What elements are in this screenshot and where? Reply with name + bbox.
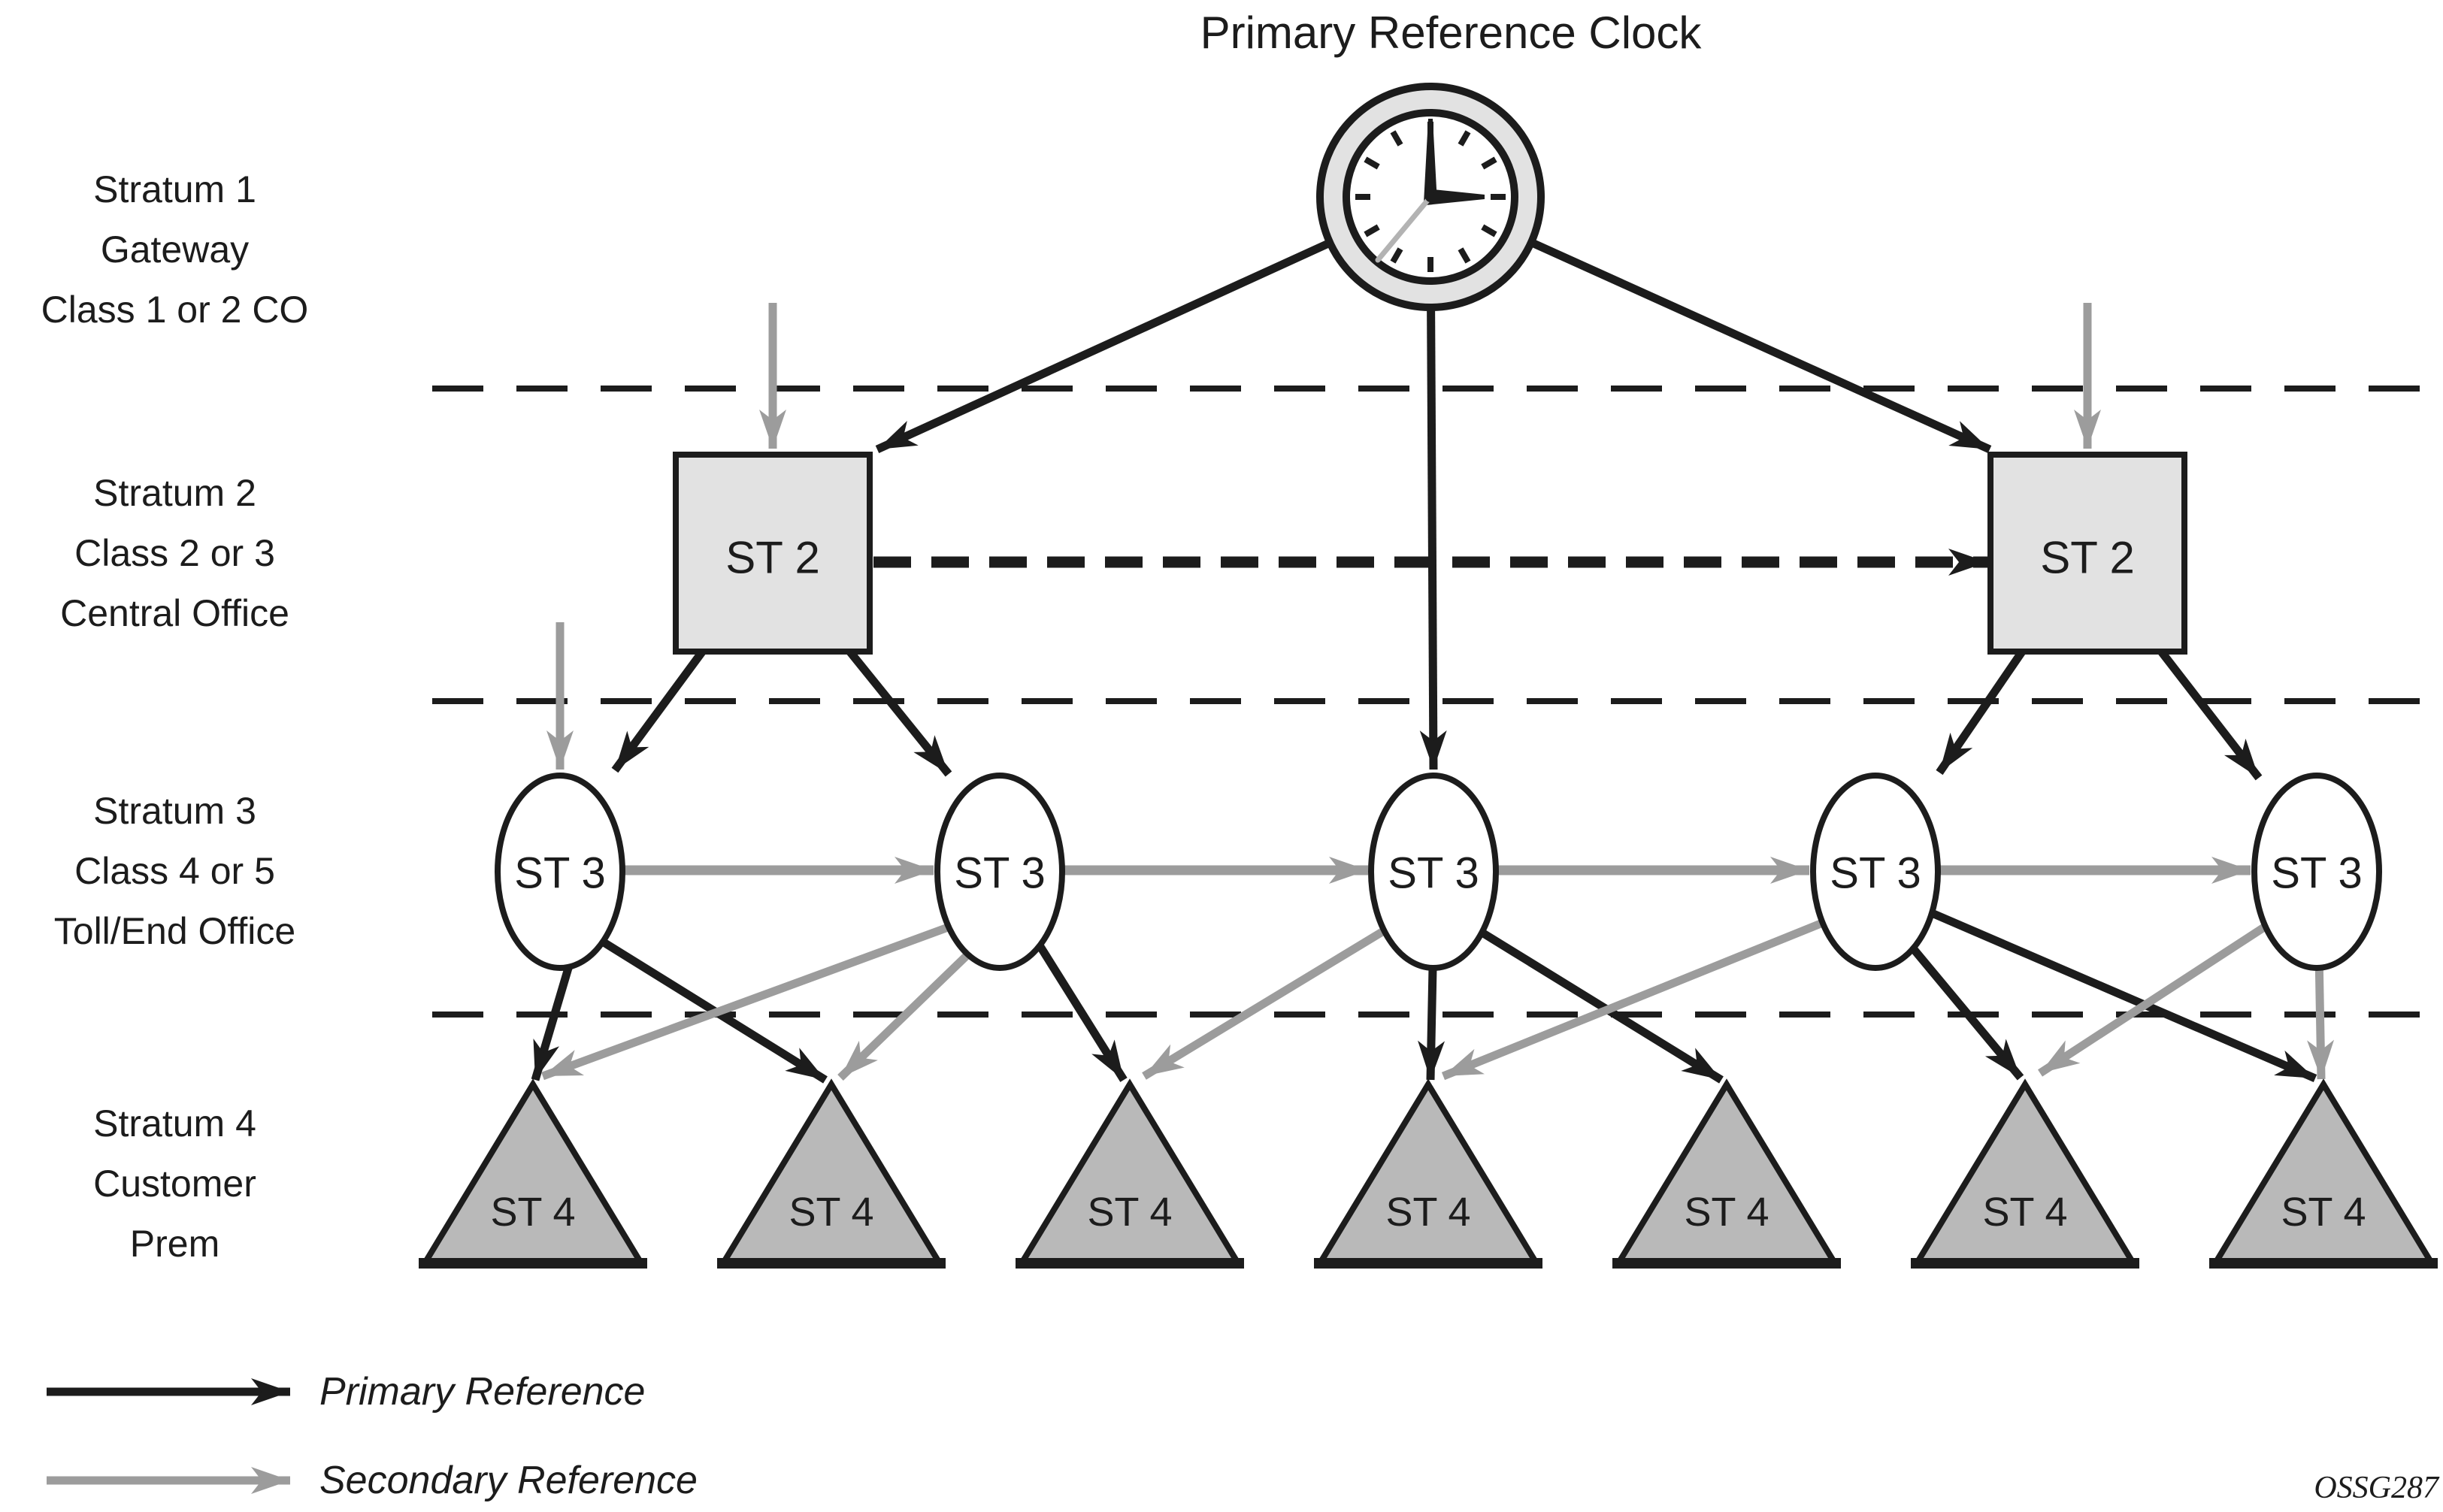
st3-node-shape xyxy=(2251,773,2382,971)
node-label: ST 3 xyxy=(1388,849,1479,898)
st3-node-shape xyxy=(495,773,625,971)
st3-node-shape xyxy=(1810,773,1941,971)
stratum-4-line-1: Stratum 4 xyxy=(93,1102,256,1145)
st4-node-shape xyxy=(1314,1078,1542,1266)
st3-3-ellipse: ST 3 xyxy=(1368,773,1499,971)
stratum-3-label: Stratum 3 Class 4 or 5 Toll/End Office xyxy=(0,781,350,961)
st3-3-to-st4-5 xyxy=(1473,924,1724,1084)
st3-1-ellipse: ST 3 xyxy=(495,773,625,971)
clock-nodes: ST 2 ST 2 ST 3 ST 3 ST 3 ST 3 ST 3 ST 4 ST 4 ST 4… xyxy=(419,83,2438,1269)
st2-left-box: ST 2 xyxy=(673,452,873,655)
stratum-2-line-3: Central Office xyxy=(60,592,289,634)
node-label: ST 4 xyxy=(1982,1190,2067,1235)
node-label: ST 4 xyxy=(789,1190,873,1235)
legend-primary-label: Primary Reference xyxy=(319,1370,646,1414)
st3-node-shape xyxy=(1368,773,1499,971)
stratum-4-line-2: Customer xyxy=(93,1163,256,1205)
st3-4-to-st4-7 xyxy=(1930,909,2317,1083)
st3-4-to-st4-6 xyxy=(1909,945,2024,1081)
st4-node-shape xyxy=(1016,1078,1244,1266)
st4-node-shape xyxy=(2209,1078,2438,1266)
st3-node-shape xyxy=(934,773,1065,971)
clock-tick xyxy=(1364,156,1380,170)
stratum-1-line-2: Gateway xyxy=(100,228,250,271)
st4-node-shape xyxy=(1612,1078,1841,1266)
st3-4-ellipse: ST 3 xyxy=(1810,773,1941,971)
stratum-4-label: Stratum 4 Customer Prem xyxy=(0,1093,350,1274)
st4-7-triangle: ST 4 xyxy=(2209,1078,2438,1269)
st4-2-triangle: ST 4 xyxy=(717,1078,946,1269)
st3-2-to-st4-3 xyxy=(1032,937,1128,1082)
node-label: ST 3 xyxy=(2271,849,2362,898)
page-title: Primary Reference Clock xyxy=(1200,8,1702,58)
node-label: ST 2 xyxy=(2040,533,2135,583)
st3-1-to-st4-1 xyxy=(531,964,574,1081)
st4-6-triangle: ST 4 xyxy=(1911,1078,2139,1269)
clock-tick xyxy=(1458,247,1471,264)
clock-tick xyxy=(1481,224,1497,237)
clock-to-st3-3 xyxy=(1419,225,1447,770)
stratum-4-line-3: Prem xyxy=(129,1223,220,1265)
stratum-3-line-3: Toll/End Office xyxy=(53,910,296,952)
st3-2-to-st4-2 xyxy=(837,945,977,1081)
node-label: ST 4 xyxy=(1385,1190,1470,1235)
st3-2-to-st4-1 xyxy=(541,920,958,1081)
st4-5-triangle: ST 4 xyxy=(1612,1078,1841,1269)
clock-tick xyxy=(1458,130,1471,147)
node-label: ST 4 xyxy=(1087,1190,1172,1235)
figure-code: OSSG287 xyxy=(2314,1471,2438,1505)
stratum-3-line-2: Class 4 or 5 xyxy=(74,850,275,892)
clock-tick xyxy=(1364,224,1380,237)
stratum-2-label: Stratum 2 Class 2 or 3 Central Office xyxy=(0,463,350,643)
clock-tick xyxy=(1390,130,1403,147)
stratum-1-label: Stratum 1 Gateway Class 1 or 2 CO xyxy=(0,159,350,340)
clock-icon xyxy=(1316,83,1545,311)
st2-node-shape xyxy=(1987,452,2187,655)
st3-5-ellipse: ST 3 xyxy=(2251,773,2382,971)
clock-center-dot xyxy=(1425,192,1436,202)
legend-secondary-label: Secondary Reference xyxy=(319,1459,698,1502)
stratum-3-line-1: Stratum 3 xyxy=(93,790,256,832)
st4-3-triangle: ST 4 xyxy=(1016,1078,1244,1269)
node-label: ST 2 xyxy=(725,533,820,583)
clock-tick xyxy=(1390,247,1403,264)
stratum-2-line-1: Stratum 2 xyxy=(93,472,256,514)
st4-node-shape xyxy=(1911,1078,2139,1266)
node-label: ST 4 xyxy=(1684,1190,1769,1235)
stratum-1-line-1: Stratum 1 xyxy=(93,168,256,210)
node-label: ST 3 xyxy=(1830,849,1921,898)
st4-node-shape xyxy=(419,1078,647,1266)
node-label: ST 4 xyxy=(490,1190,575,1235)
st3-2-ellipse: ST 3 xyxy=(934,773,1065,971)
st3-5-to-st4-6 xyxy=(2037,921,2272,1077)
st2-node-shape xyxy=(673,452,873,655)
clock-tick xyxy=(1481,156,1497,170)
st3-3-to-st4-3 xyxy=(1142,922,1394,1080)
clock-second-hand xyxy=(1375,194,1433,263)
stratum-2-line-2: Class 2 or 3 xyxy=(74,532,275,574)
st4-node-shape xyxy=(717,1078,946,1266)
node-label: ST 3 xyxy=(514,849,605,898)
st3-5-to-st4-7 xyxy=(2307,954,2335,1080)
clock-minute-hand xyxy=(1424,119,1437,203)
clock-hour-hand xyxy=(1426,189,1485,205)
st4-1-triangle: ST 4 xyxy=(419,1078,647,1269)
st4-4-triangle: ST 4 xyxy=(1314,1078,1542,1269)
node-label: ST 4 xyxy=(2281,1190,2366,1235)
node-label: ST 3 xyxy=(954,849,1045,898)
st3-3-to-st4-4 xyxy=(1418,967,1446,1081)
st3-4-to-st4-4 xyxy=(1441,916,1830,1081)
stratum-1-line-3: Class 1 or 2 CO xyxy=(41,289,309,331)
st2-right-box: ST 2 xyxy=(1987,452,2187,655)
